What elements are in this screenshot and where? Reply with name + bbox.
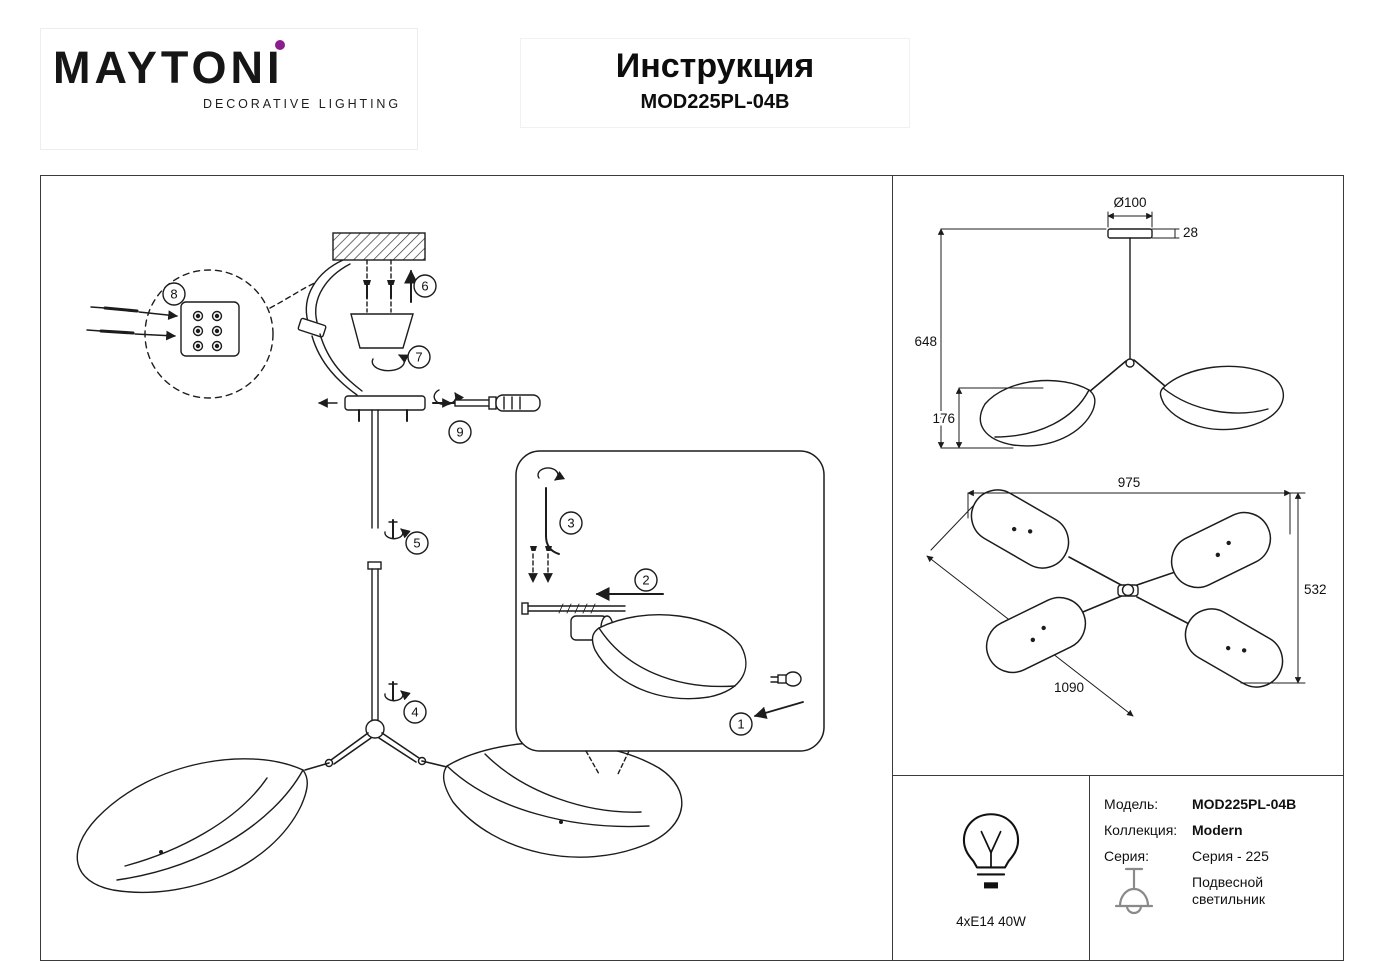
- svg-text:3: 3: [567, 516, 574, 531]
- step-5-marker: 5: [405, 531, 429, 555]
- ceiling-hatch-drawing: [332, 232, 426, 261]
- brand-dot-icon: [274, 40, 285, 50]
- spec-value: MOD225PL-04B: [1192, 796, 1297, 812]
- light-bulb-icon: [962, 813, 1020, 889]
- step-8-marker: 8: [162, 282, 186, 306]
- dimension-drawings: Ø100 28 648 176: [912, 193, 1329, 717]
- spec-value: Серия - 225: [1192, 848, 1269, 864]
- product-info-cell: Модель: MOD225PL-04B Коллекция: Modern С…: [1090, 776, 1344, 960]
- spec-label: Коллекция:: [1104, 822, 1178, 838]
- spec-label: Серия:: [1104, 848, 1149, 864]
- svg-text:5: 5: [413, 536, 420, 551]
- step-4-marker: 4: [403, 700, 427, 724]
- model-number: MOD225PL-04B: [640, 91, 790, 113]
- brand-block: MAYTONI DECORATIVE LIGHTING: [40, 28, 418, 150]
- wiring-drawing: [297, 259, 363, 396]
- terminal-block-detail: [86, 269, 318, 399]
- step-3-marker: 3: [559, 511, 583, 535]
- spec-label: Модель:: [1104, 796, 1159, 812]
- pendant-lamp-icon: [1114, 867, 1154, 915]
- canopy-assembly-drawing: [350, 313, 414, 372]
- svg-text:2: 2: [642, 573, 649, 588]
- svg-text:9: 9: [456, 425, 463, 440]
- screwdriver-drawing: [432, 389, 541, 412]
- svg-text:7: 7: [415, 350, 422, 365]
- step-7-marker: 7: [407, 345, 431, 369]
- step-1-marker: 1: [729, 712, 753, 736]
- brand-logo: MAYTONI: [53, 40, 285, 93]
- step-9-marker: 9: [448, 420, 472, 444]
- spec-row-model: Модель: MOD225PL-04B: [1104, 796, 1336, 813]
- spec-value: Modern: [1192, 822, 1243, 838]
- pendant-top-view: [926, 489, 1306, 717]
- svg-text:1: 1: [737, 717, 744, 732]
- svg-text:4: 4: [411, 705, 418, 720]
- bulb-spec-label: 4xE14 40W: [956, 914, 1026, 929]
- brand-tagline: DECORATIVE LIGHTING: [203, 97, 401, 111]
- rod-upper-drawing: [371, 409, 411, 540]
- step-6-marker: 6: [413, 274, 437, 298]
- spec-row-type: Подвесной светильник: [1104, 874, 1336, 908]
- dim-canopy-height: 28: [1183, 225, 1198, 240]
- right-panel: Ø100 28 648 176: [892, 176, 1344, 960]
- pendant-side-view: [937, 211, 1285, 449]
- rod-lower-drawing: [367, 561, 411, 722]
- assembly-diagram: 6 7 8 9 5: [76, 232, 825, 894]
- content-frame: 6 7 8 9 5: [40, 175, 1344, 961]
- svg-text:8: 8: [170, 287, 177, 302]
- specs-panel: 4xE14 40W Модель: MOD225PL-04B Коллекция…: [893, 775, 1344, 960]
- dim-width: 975: [1118, 475, 1141, 490]
- step-2-marker: 2: [634, 568, 658, 592]
- brand-name: MAYTONI: [53, 42, 284, 93]
- page-title: Инструкция: [615, 47, 815, 85]
- dim-drop-height: 648: [914, 334, 937, 349]
- shade-detail-box: [515, 450, 825, 777]
- dim-diagonal: 1090: [1054, 680, 1084, 695]
- spec-row-collection: Коллекция: Modern: [1104, 822, 1336, 839]
- dim-canopy-diameter: Ø100: [1113, 195, 1146, 210]
- bulb-spec-cell: 4xE14 40W: [893, 776, 1090, 960]
- header-block: Инструкция MOD225PL-04B: [520, 38, 910, 128]
- lamp-body-drawing: [76, 719, 683, 894]
- spec-row-series: Серия: Серия - 225: [1104, 848, 1336, 865]
- dimensions-area: Ø100 28 648 176: [893, 176, 1344, 775]
- spec-value: Подвесной светильник: [1192, 874, 1265, 907]
- dim-depth: 532: [1304, 582, 1327, 597]
- mounting-plate-drawing: [318, 395, 452, 422]
- dim-shade-height: 176: [932, 411, 955, 426]
- assembly-area: 6 7 8 9 5: [41, 176, 892, 960]
- svg-text:6: 6: [421, 279, 428, 294]
- mounting-screws-drawing: [363, 259, 418, 313]
